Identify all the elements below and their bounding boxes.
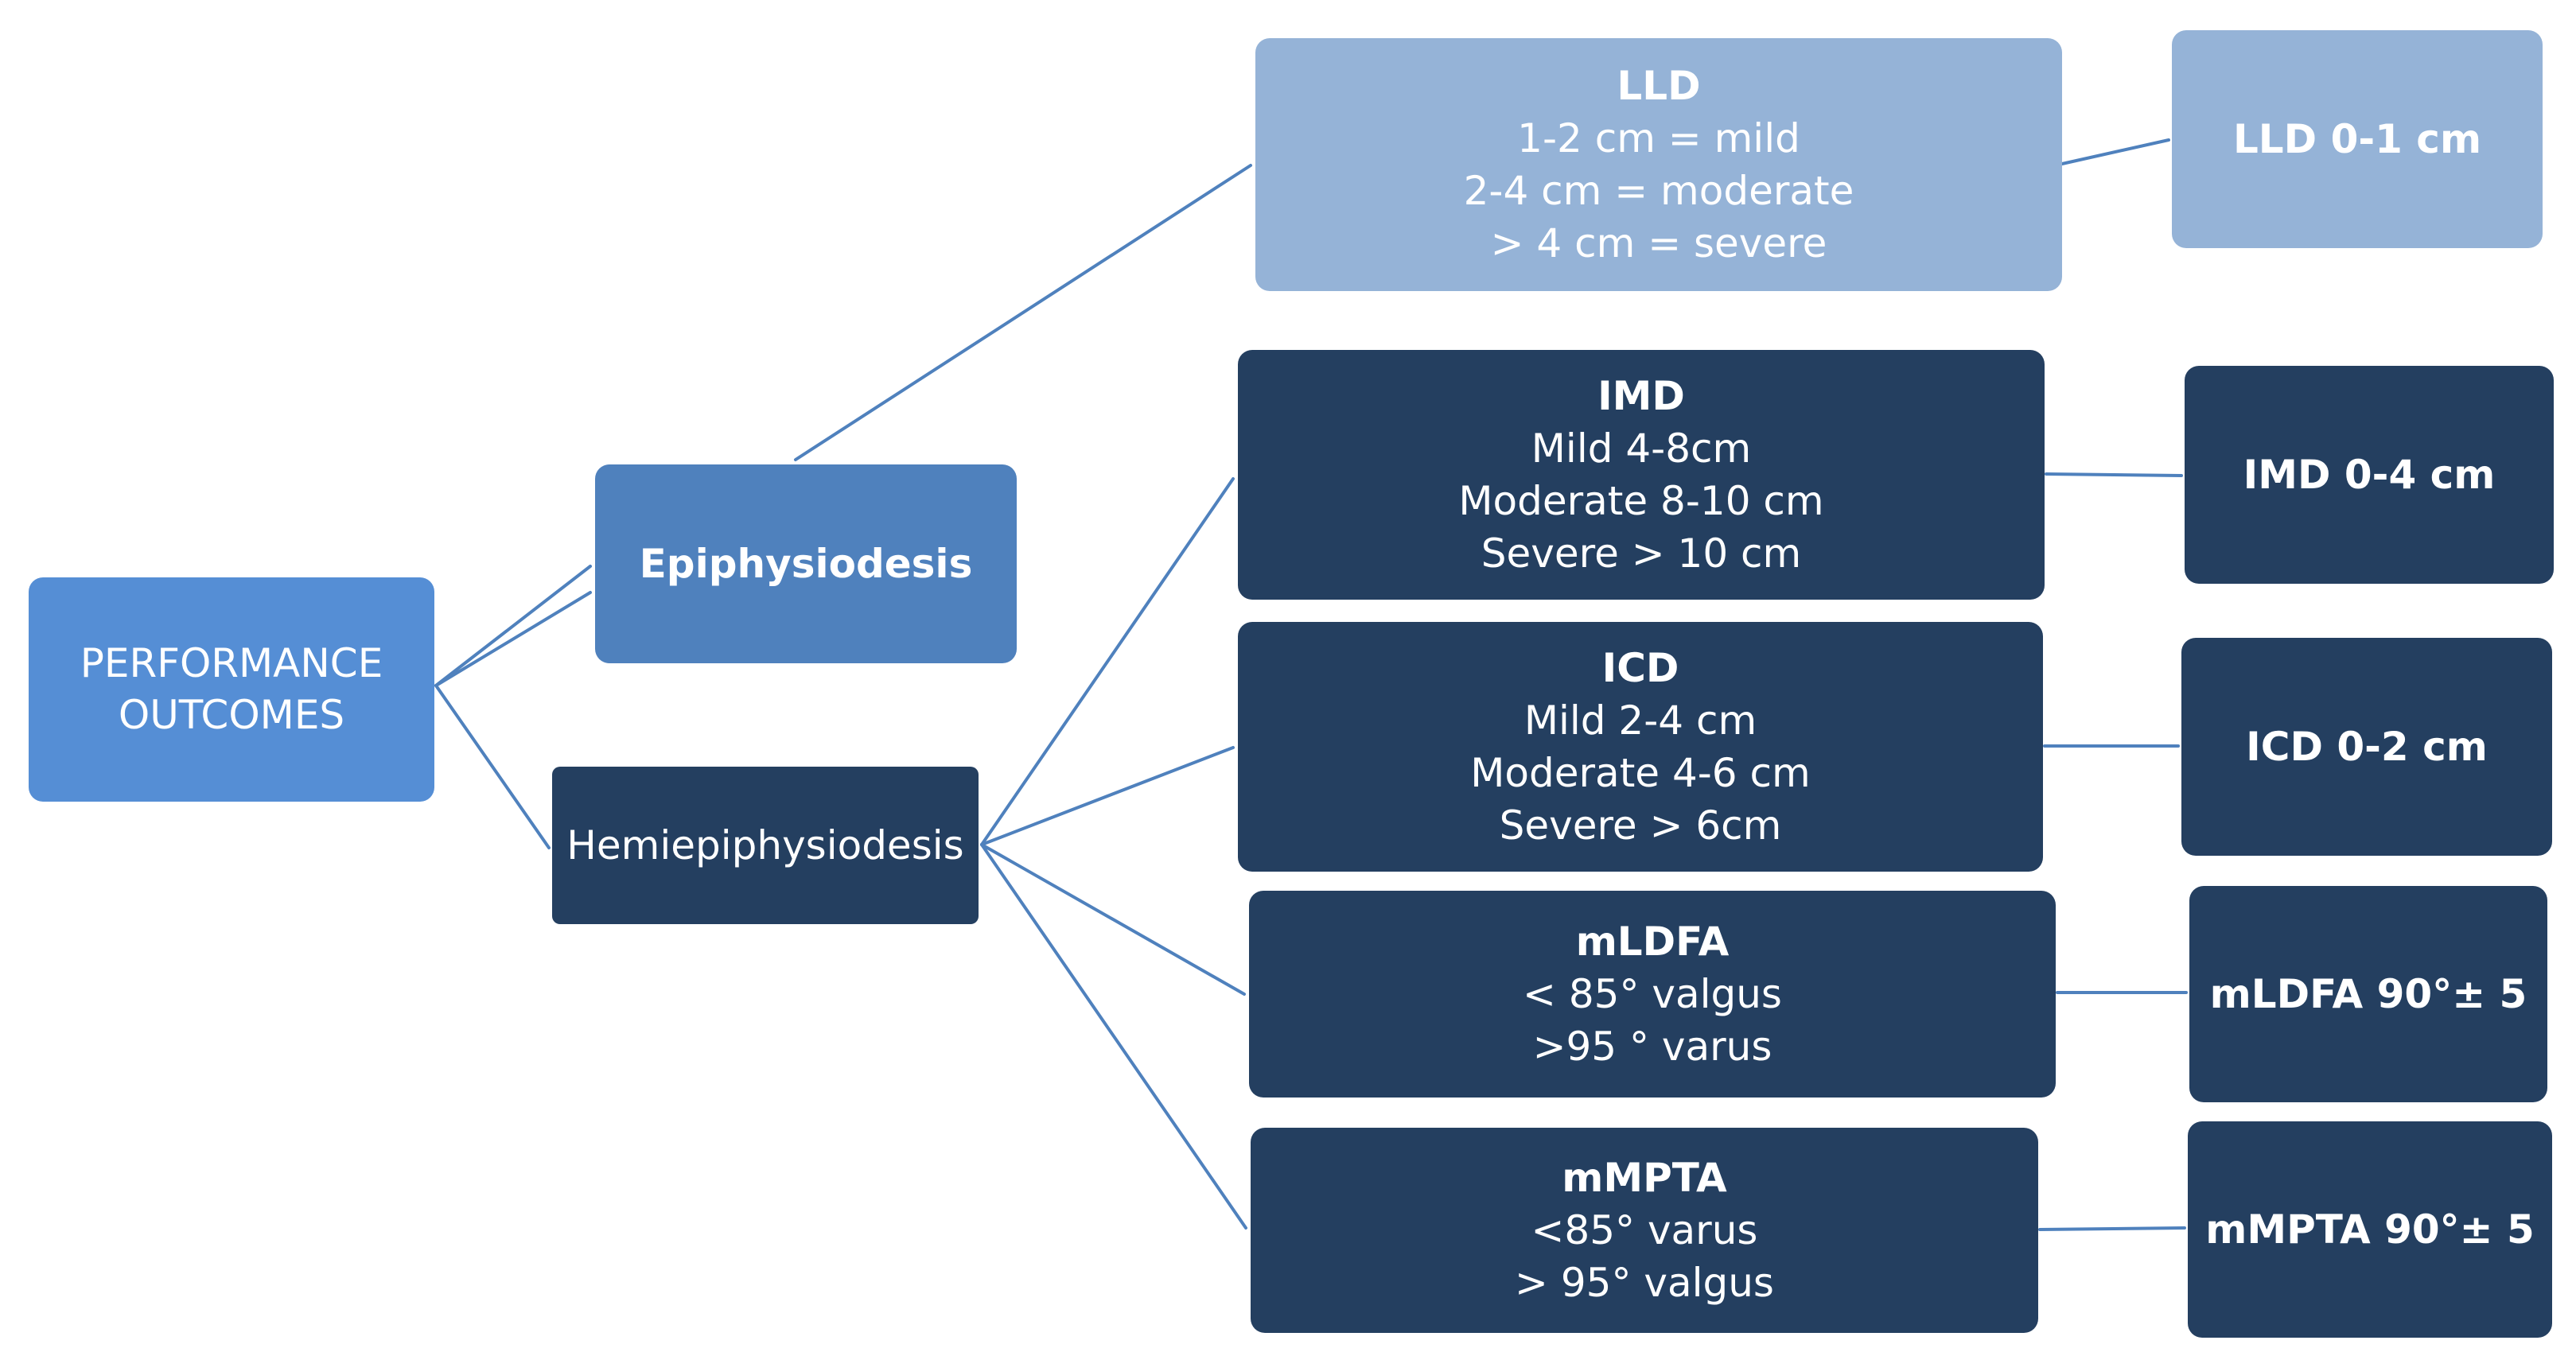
connector-root-epi-2 <box>434 591 592 687</box>
connector-hemi-mmpta <box>980 843 1247 1230</box>
connector-lld-target <box>2060 138 2170 165</box>
lld-target-node: LLD 0-1 cm <box>2172 30 2543 248</box>
lld-target-label: LLD 0-1 cm <box>2232 116 2482 162</box>
mmpta-title: mMPTA <box>1562 1155 1727 1201</box>
lld-measure-node: LLD 1-2 cm = mild 2-4 cm = moderate > 4 … <box>1255 38 2062 291</box>
mldfa-line-1: < 85° valgus <box>1523 971 1782 1017</box>
imd-line-1: Mild 4-8cm <box>1531 425 1752 472</box>
mmpta-line-2: > 95° valgus <box>1515 1260 1774 1306</box>
epiphysiodesis-node: Epiphysiodesis <box>595 464 1017 663</box>
connector-hemi-mldfa <box>980 843 1246 996</box>
connector-imd-target <box>2045 472 2183 477</box>
connector-root-hemi <box>434 684 551 849</box>
hemiepiphysiodesis-label: Hemiepiphysiodesis <box>566 822 964 868</box>
imd-title: IMD <box>1597 373 1685 419</box>
connector-root-epi-1 <box>434 565 592 687</box>
icd-line-2: Moderate 4-6 cm <box>1470 750 1811 796</box>
connector-hemi-imd <box>980 477 1235 846</box>
mldfa-target-label: mLDFA 90°± 5 <box>2209 971 2527 1017</box>
hemiepiphysiodesis-node: Hemiepiphysiodesis <box>552 767 979 924</box>
performance-outcomes-node: PERFORMANCE OUTCOMES <box>29 577 434 802</box>
lld-line-3: > 4 cm = severe <box>1490 220 1827 266</box>
mmpta-line-1: <85° varus <box>1531 1207 1758 1253</box>
imd-line-2: Moderate 8-10 cm <box>1458 478 1824 524</box>
mldfa-title: mLDFA <box>1575 919 1730 965</box>
icd-measure-node: ICD Mild 2-4 cm Moderate 4-6 cm Severe >… <box>1238 622 2043 872</box>
root-label-line-1: PERFORMANCE <box>80 640 383 686</box>
mldfa-measure-node: mLDFA < 85° valgus >95 ° varus <box>1249 891 2056 1098</box>
imd-target-node: IMD 0-4 cm <box>2185 366 2554 584</box>
mmpta-target-node: mMPTA 90°± 5 <box>2188 1121 2552 1338</box>
icd-target-node: ICD 0-2 cm <box>2181 638 2552 856</box>
mldfa-line-2: >95 ° varus <box>1532 1024 1772 1070</box>
epiphysiodesis-label: Epiphysiodesis <box>639 541 973 587</box>
connector-mmpta-target <box>2038 1226 2186 1231</box>
icd-line-1: Mild 2-4 cm <box>1523 697 1757 744</box>
icd-line-3: Severe > 6cm <box>1499 802 1782 849</box>
lld-line-2: 2-4 cm = moderate <box>1463 168 1854 214</box>
imd-target-label: IMD 0-4 cm <box>2243 452 2496 498</box>
connector-epi-lld <box>794 164 1252 461</box>
mmpta-measure-node: mMPTA <85° varus > 95° valgus <box>1251 1128 2038 1333</box>
icd-target-label: ICD 0-2 cm <box>2246 724 2488 770</box>
icd-title: ICD <box>1601 645 1679 691</box>
imd-line-3: Severe > 10 cm <box>1481 530 1802 577</box>
lld-title: LLD <box>1617 63 1701 109</box>
mldfa-target-node: mLDFA 90°± 5 <box>2189 886 2547 1102</box>
imd-measure-node: IMD Mild 4-8cm Moderate 8-10 cm Severe >… <box>1238 350 2045 600</box>
mmpta-target-label: mMPTA 90°± 5 <box>2205 1206 2535 1253</box>
root-label-line-2: OUTCOMES <box>118 692 345 738</box>
connector-hemi-icd <box>980 746 1235 846</box>
lld-line-1: 1-2 cm = mild <box>1517 115 1800 161</box>
